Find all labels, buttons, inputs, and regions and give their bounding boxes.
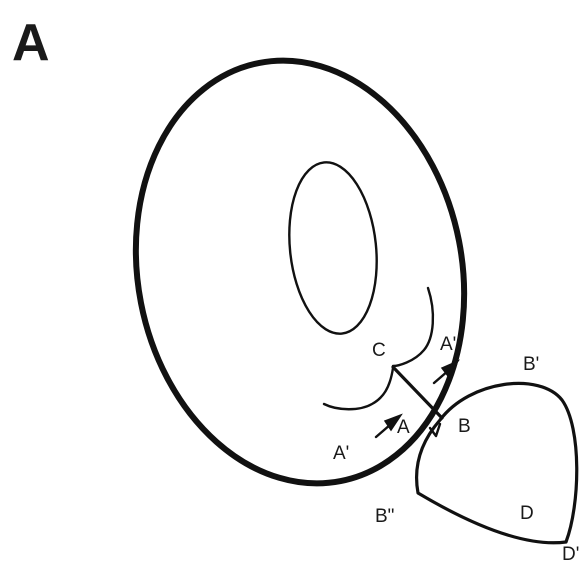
label-b: B: [458, 416, 471, 437]
label-a: A: [397, 417, 410, 438]
label-a-prime-top: A': [440, 334, 456, 355]
label-b-prime: B': [523, 354, 539, 375]
label-b-double-prime: B": [375, 506, 394, 527]
label-d-prime: D': [562, 544, 579, 565]
connector-c-to-b: [393, 367, 442, 418]
lower-curve: [324, 368, 393, 409]
label-c: C: [372, 340, 386, 361]
outer-ring-outline: [100, 32, 499, 512]
upper-curve: [393, 288, 433, 366]
petal-lobe-outline: [417, 383, 577, 542]
label-d: D: [520, 503, 534, 524]
panel-letter: A: [12, 14, 50, 72]
inner-hole-outline: [281, 158, 385, 338]
label-a-prime-bottom: A': [333, 443, 349, 464]
